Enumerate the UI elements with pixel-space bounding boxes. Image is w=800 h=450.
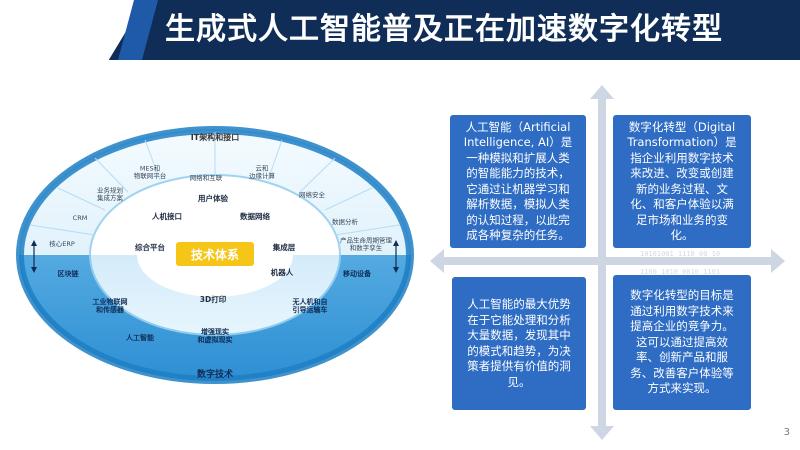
center-badge — [176, 242, 254, 266]
horizontal-axis — [442, 257, 773, 265]
outer-item-5: 云和边缘计算 — [249, 163, 276, 180]
outer-lower-item-5: 移动设备 — [343, 269, 372, 278]
quadrant-dt-goal-text: 数字化转型的目标是通过利用数字技术来提高企业的竞争力。这可以通过提高效率、创新产… — [630, 288, 734, 396]
left-arrow-head-down — [31, 267, 37, 273]
outer-lower-item-2: 人工智能 — [126, 333, 154, 342]
inner-item-2: 用户体验 — [198, 193, 228, 203]
vertical-axis-head-down — [590, 426, 614, 440]
outer-ring-border — [16, 126, 414, 384]
quadrant-dt-definition-text: 数字化转型（Digital Transformation）是指企业利用数字技术来… — [627, 119, 737, 243]
inner-item-1: 人机接口 — [152, 211, 182, 221]
outer-dividers — [29, 132, 401, 236]
quadrant-ai-definition-text: 人工智能（Artificial Intelligence, AI）是一种模拟和扩… — [463, 119, 573, 243]
page-number: 3 — [783, 427, 790, 438]
horizontal-axis-head-left — [430, 249, 444, 273]
quadrant-dt-goal: 数字化转型的目标是通过利用数字技术来提高企业的竞争力。这可以通过提高效率、创新产… — [613, 275, 751, 410]
outer-item-6: 网络安全 — [299, 190, 326, 199]
outer-lower-item-4: 无人机和自引导运输车 — [292, 297, 328, 314]
outer-lower-item-1: 工业物联网和传感器 — [93, 297, 128, 314]
inner-item-6: 3D打印 — [200, 294, 227, 304]
vertical-axis-head-up — [590, 85, 614, 99]
center-label: 技术体系 — [191, 247, 239, 262]
right-arrow-head-down — [393, 267, 399, 273]
outer-lower-item-0: 区块链 — [58, 269, 79, 278]
quadrant-ai-advantage: 人工智能的最大优势在于它能处理和分析大量数据，发现其中的模式和趋势，为决策者提供… — [452, 277, 586, 410]
outer-item-3: MES和物联网平台 — [134, 163, 167, 180]
outer-item-7: 数据分析 — [332, 217, 359, 226]
quadrant-area: 人工智能（Artificial Intelligence, AI）是一种模拟和扩… — [430, 85, 785, 440]
outer-lower-item-3: 增强现实和虚拟现实 — [197, 327, 233, 344]
inner-item-3: 数据网络 — [240, 211, 270, 221]
inner-item-0: 综合平台 — [135, 242, 165, 252]
horizontal-axis-head-right — [771, 249, 785, 273]
inner-item-5: 机器人 — [271, 267, 294, 277]
quadrant-dt-definition: 数字化转型（Digital Transformation）是指企业利用数字技术来… — [613, 115, 751, 248]
left-arrow-head-up — [31, 240, 37, 246]
inner-item-4: 集成层 — [272, 242, 296, 252]
quadrant-ai-advantage-text: 人工智能的最大优势在于它能处理和分析大量数据，发现其中的模式和趋势，为决策者提供… — [467, 297, 571, 389]
outer-item-1: CRM — [73, 214, 88, 222]
outer-item-0: 核心ERP — [49, 239, 75, 248]
quadrant-ai-definition: 人工智能（Artificial Intelligence, AI）是一种模拟和扩… — [450, 115, 586, 248]
slide-header — [0, 0, 800, 60]
outer-item-8: 产品生命周期管理和数字孪生 — [340, 235, 393, 252]
outer-item-2: 业务规划集成方案 — [97, 185, 124, 202]
slide-title: 生成式人工智能普及正在加速数字化转型 — [165, 12, 723, 47]
right-arrow-head-up — [393, 240, 399, 246]
outer-bottom-label: 数字技术 — [197, 368, 233, 380]
outer-item-4: 网络和互联 — [190, 173, 223, 182]
